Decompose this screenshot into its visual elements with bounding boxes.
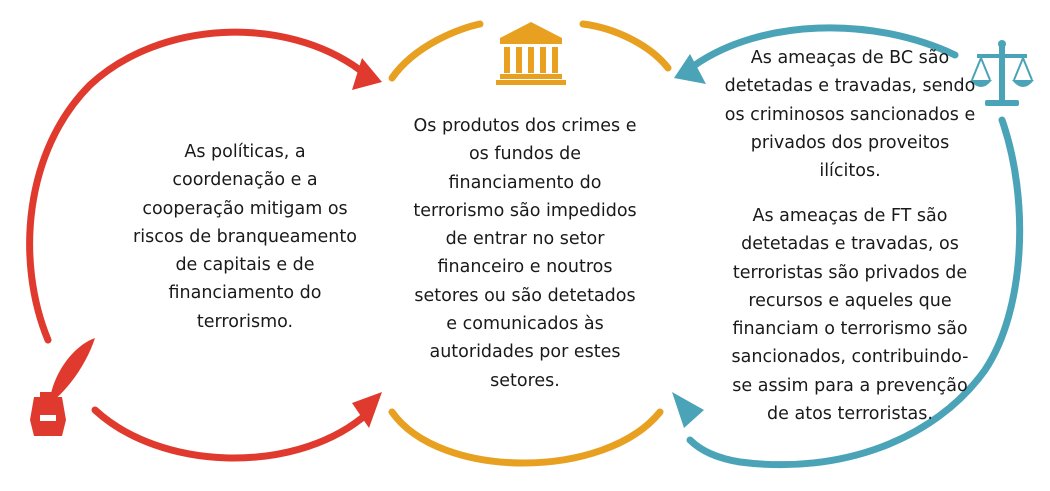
text-line: riscos de branqueamento [133,226,357,247]
text-line: setores. [490,370,560,391]
text-line: financeiro e noutros [437,257,613,278]
text-line: os fundos de [468,144,582,165]
text-line: recursos e aqueles que [748,290,952,311]
text-line: os criminosos sancionados e [724,104,976,125]
text-line: Os produtos dos crimes e [413,116,637,136]
red-arc-bottom [91,406,366,462]
left-text-block: As políticas, a coordenação e a cooperação… [85,138,405,336]
center-text-block: Os produtos dos crimes e os fundos de fina… [370,112,680,395]
text-line: setores ou são detetados [414,285,636,306]
text-line: financiamento do [168,283,322,304]
text-line: privados dos proveitos [750,132,950,153]
text-line: cooperação mitigam os [142,198,348,219]
right-text-block-ft: As ameaças de FT são detetadas e travadas… [680,202,1020,428]
orange-arc-top [388,20,484,82]
text-line: As políticas, a [184,142,306,162]
teal-arrowhead-top [674,54,706,84]
bank-building-icon [496,22,566,85]
text-line: autoridades por estes [429,342,621,363]
text-line: terrorismo. [196,311,294,332]
inkwell-quill-icon [30,338,95,436]
text-line: de capitais e de [175,255,315,276]
text-line: terrorismo são impedidos [413,200,637,221]
text-line: As ameaças de FT são [752,206,948,226]
red-arc-top [26,28,364,344]
text-line: se assim para a prevenção [732,375,968,396]
red-arrowhead-top [352,58,382,90]
orange-arc-bottom [388,408,664,467]
teal-arrowhead-bottom [672,392,704,428]
text-line: sancionados, contribuindo- [731,347,969,368]
text-line: de atos terroristas. [767,404,933,425]
teal-arc-right [686,116,1024,469]
justice-scales-icon [970,40,1034,106]
text-line: de entrar no setor [445,229,605,250]
orange-arc-top-right [579,20,672,72]
text-line: ilícitos. [819,161,881,182]
text-line: As ameaças de BC são [750,48,950,68]
text-line: financiamento do [448,172,602,193]
teal-arc-top [691,24,959,69]
text-line: e comunicados às [446,314,604,335]
text-line: terroristas são privados de [732,262,968,283]
text-line: detetadas e travadas, sendo [724,76,976,97]
text-line: financiam o terrorismo são [732,319,968,340]
right-text-block-bc: As ameaças de BC são detetadas e travadas… [680,44,1020,185]
red-arrowhead-bottom [352,392,382,428]
text-line: detetadas e travadas, os [741,234,959,255]
text-line: coordenação e a [172,170,318,191]
